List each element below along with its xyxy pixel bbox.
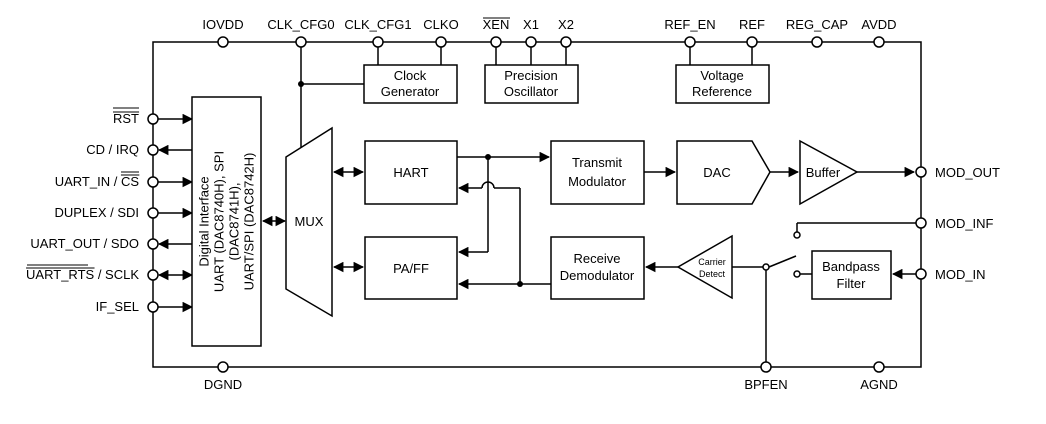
receive-demodulator-label-1: Receive bbox=[574, 251, 621, 266]
pin-dgnd bbox=[217, 361, 229, 373]
pin-label-ref: REF bbox=[739, 17, 765, 32]
pin-xen bbox=[490, 36, 502, 48]
voltage-reference-block bbox=[675, 64, 770, 104]
pin-label-bpfen: BPFEN bbox=[744, 377, 787, 392]
pin-x2 bbox=[560, 36, 572, 48]
bandpass-filter-label-1: Bandpass bbox=[822, 259, 880, 274]
precision-oscillator-label-1: Precision bbox=[504, 68, 557, 83]
pin-label-uart-rts-sclk: UART_RTS / SCLK bbox=[26, 267, 139, 282]
pin-label-clk-cfg1: CLK_CFG1 bbox=[344, 17, 411, 32]
pin-duplex-sdi bbox=[147, 207, 159, 219]
pin-label-if-sel: IF_SEL bbox=[96, 299, 139, 314]
buffer-block bbox=[799, 139, 859, 206]
left-pins: RST CD / IRQ UART_IN / CS DUPLEX / SDI U… bbox=[26, 107, 194, 314]
clock-generator-label-2: Generator bbox=[381, 84, 440, 99]
pin-label-ref-en: REF_EN bbox=[664, 17, 715, 32]
switch-contact-filter bbox=[793, 270, 801, 278]
pin-uart-out-sdo bbox=[147, 238, 159, 250]
switch-common bbox=[762, 263, 770, 271]
dac-block bbox=[676, 140, 771, 205]
pin-ref bbox=[746, 36, 758, 48]
clock-generator-label-1: Clock bbox=[394, 68, 427, 83]
pin-label-mod-inf: MOD_INF bbox=[935, 216, 994, 231]
pin-label-clk-cfg0: CLK_CFG0 bbox=[267, 17, 334, 32]
pin-rst bbox=[147, 113, 159, 125]
carrier-detect-block bbox=[676, 234, 733, 300]
mux-label: MUX bbox=[295, 214, 324, 229]
pin-label-rst: RST bbox=[113, 111, 139, 126]
transmit-modulator-block bbox=[550, 140, 645, 205]
pin-clk-cfg1 bbox=[372, 36, 384, 48]
transmit-modulator-label-2: Modulator bbox=[568, 174, 626, 189]
switch-arm bbox=[768, 255, 797, 268]
precision-oscillator-label-2: Oscillator bbox=[504, 84, 559, 99]
switch-contact-inf bbox=[793, 231, 801, 239]
receive-demodulator-block bbox=[550, 236, 645, 300]
svg-text:(DAC8741H),: (DAC8741H), bbox=[227, 182, 242, 260]
pa-ff-block bbox=[364, 236, 458, 300]
pin-label-agnd: AGND bbox=[860, 377, 898, 392]
pin-mod-inf bbox=[915, 217, 927, 229]
mux-block bbox=[285, 126, 333, 318]
carrier-detect-label-2: Detect bbox=[699, 269, 726, 279]
pin-label-cd-irq: CD / IRQ bbox=[86, 142, 139, 157]
svg-text:UART (DAC8740H), SPI: UART (DAC8740H), SPI bbox=[212, 151, 227, 292]
pin-label-duplex-sdi: DUPLEX / SDI bbox=[54, 205, 139, 220]
pin-label-iovdd: IOVDD bbox=[202, 17, 243, 32]
pa-ff-label: PA/FF bbox=[393, 261, 429, 276]
pin-label-xen: XEN bbox=[483, 17, 510, 32]
pin-clko bbox=[435, 36, 447, 48]
pin-clk-cfg0 bbox=[295, 36, 307, 48]
pin-bpfen bbox=[760, 361, 772, 373]
digital-interface-label: Digital Interface UART (DAC8740H), SPI (… bbox=[197, 151, 257, 292]
top-pins: IOVDD CLK_CFG0 CLK_CFG1 CLKO XEN X1 X2 R… bbox=[202, 17, 897, 48]
clock-generator-block bbox=[363, 64, 458, 104]
pin-label-uart-in: UART_IN / CS bbox=[55, 174, 140, 189]
transmit-modulator-label-1: Transmit bbox=[572, 155, 622, 170]
pin-label-reg-cap: REG_CAP bbox=[786, 17, 848, 32]
bottom-pins: DGND BPFEN AGND bbox=[204, 361, 898, 392]
pin-cd-irq bbox=[147, 144, 159, 156]
chip-outline bbox=[152, 41, 922, 368]
pin-x1 bbox=[525, 36, 537, 48]
buffer-label: Buffer bbox=[806, 165, 841, 180]
precision-oscillator-block bbox=[484, 64, 579, 104]
pin-label-mod-in: MOD_IN bbox=[935, 267, 986, 282]
right-pins: MOD_OUT MOD_INF MOD_IN bbox=[915, 165, 1000, 282]
pin-label-avdd: AVDD bbox=[861, 17, 896, 32]
carrier-detect-label-1: Carrier bbox=[698, 257, 726, 267]
voltage-reference-label-2: Reference bbox=[692, 84, 752, 99]
bandpass-filter-block bbox=[811, 250, 892, 300]
hart-label: HART bbox=[393, 165, 428, 180]
pin-reg-cap bbox=[811, 36, 823, 48]
pin-ref-en bbox=[684, 36, 696, 48]
pin-mod-out bbox=[915, 166, 927, 178]
pin-label-mod-out: MOD_OUT bbox=[935, 165, 1000, 180]
pin-agnd bbox=[873, 361, 885, 373]
svg-text:Digital Interface: Digital Interface bbox=[197, 176, 212, 266]
pin-iovdd bbox=[217, 36, 229, 48]
dac-label: DAC bbox=[703, 165, 730, 180]
pin-if-sel bbox=[147, 301, 159, 313]
pin-label-dgnd: DGND bbox=[204, 377, 242, 392]
pin-uart-in-cs bbox=[147, 176, 159, 188]
digital-interface-block bbox=[191, 96, 262, 347]
pin-label-clko: CLKO bbox=[423, 17, 458, 32]
receive-demodulator-label-2: Demodulator bbox=[560, 268, 635, 283]
pin-uart-rts-sclk bbox=[147, 269, 159, 281]
pin-label-uart-out-sdo: UART_OUT / SDO bbox=[30, 236, 139, 251]
pin-avdd bbox=[873, 36, 885, 48]
pin-mod-in bbox=[915, 268, 927, 280]
pin-label-x2: X2 bbox=[558, 17, 574, 32]
voltage-reference-label-1: Voltage bbox=[700, 68, 743, 83]
svg-text:UART/SPI (DAC8742H): UART/SPI (DAC8742H) bbox=[242, 153, 257, 291]
pin-label-x1: X1 bbox=[523, 17, 539, 32]
hart-block bbox=[364, 140, 458, 205]
bandpass-filter-label-2: Filter bbox=[837, 276, 867, 291]
